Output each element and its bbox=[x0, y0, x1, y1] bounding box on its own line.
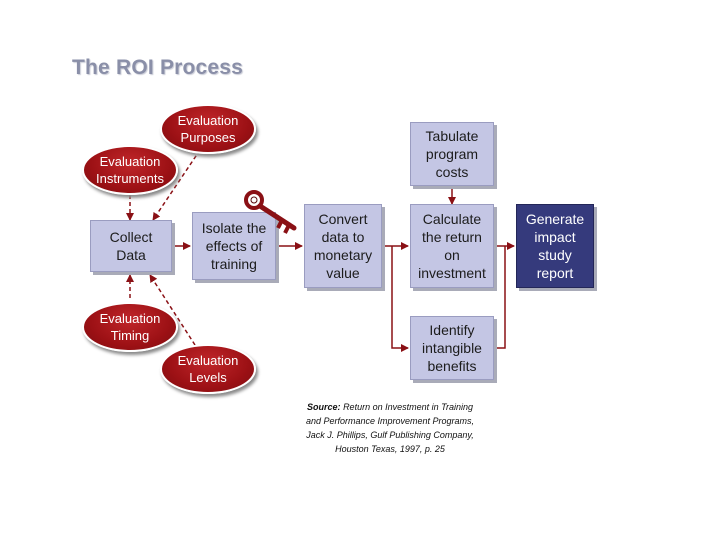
evaluation-purposes-ellipse: Evaluation Purposes bbox=[160, 104, 256, 154]
arrow-purposes-to-collect bbox=[152, 149, 201, 221]
page-title: The ROI Process bbox=[72, 56, 244, 79]
arrow-convert-to-identify bbox=[391, 246, 409, 352]
source-text: Return on Investment in Training and Per… bbox=[305, 402, 475, 454]
calculate-return-box: Calculate the return on investment bbox=[410, 204, 494, 288]
connector-identify-to-generate bbox=[494, 246, 506, 349]
identify-benefits-box: Identify intangible benefits bbox=[410, 316, 494, 380]
source-label: Source: bbox=[307, 402, 341, 412]
evaluation-levels-ellipse: Evaluation Levels bbox=[160, 344, 256, 394]
collect-data-box: Collect Data bbox=[90, 220, 172, 272]
key-icon bbox=[242, 188, 302, 243]
evaluation-instruments-ellipse: Evaluation Instruments bbox=[82, 145, 178, 195]
generate-report-box: Generate impact study report bbox=[516, 204, 594, 288]
evaluation-timing-ellipse: Evaluation Timing bbox=[82, 302, 178, 352]
source-citation: Source: Return on Investment in Training… bbox=[304, 400, 476, 456]
convert-data-box: Convert data to monetary value bbox=[304, 204, 382, 288]
tabulate-costs-box: Tabulate program costs bbox=[410, 122, 494, 186]
isolate-effects-box: Isolate the effects of training bbox=[192, 212, 276, 280]
